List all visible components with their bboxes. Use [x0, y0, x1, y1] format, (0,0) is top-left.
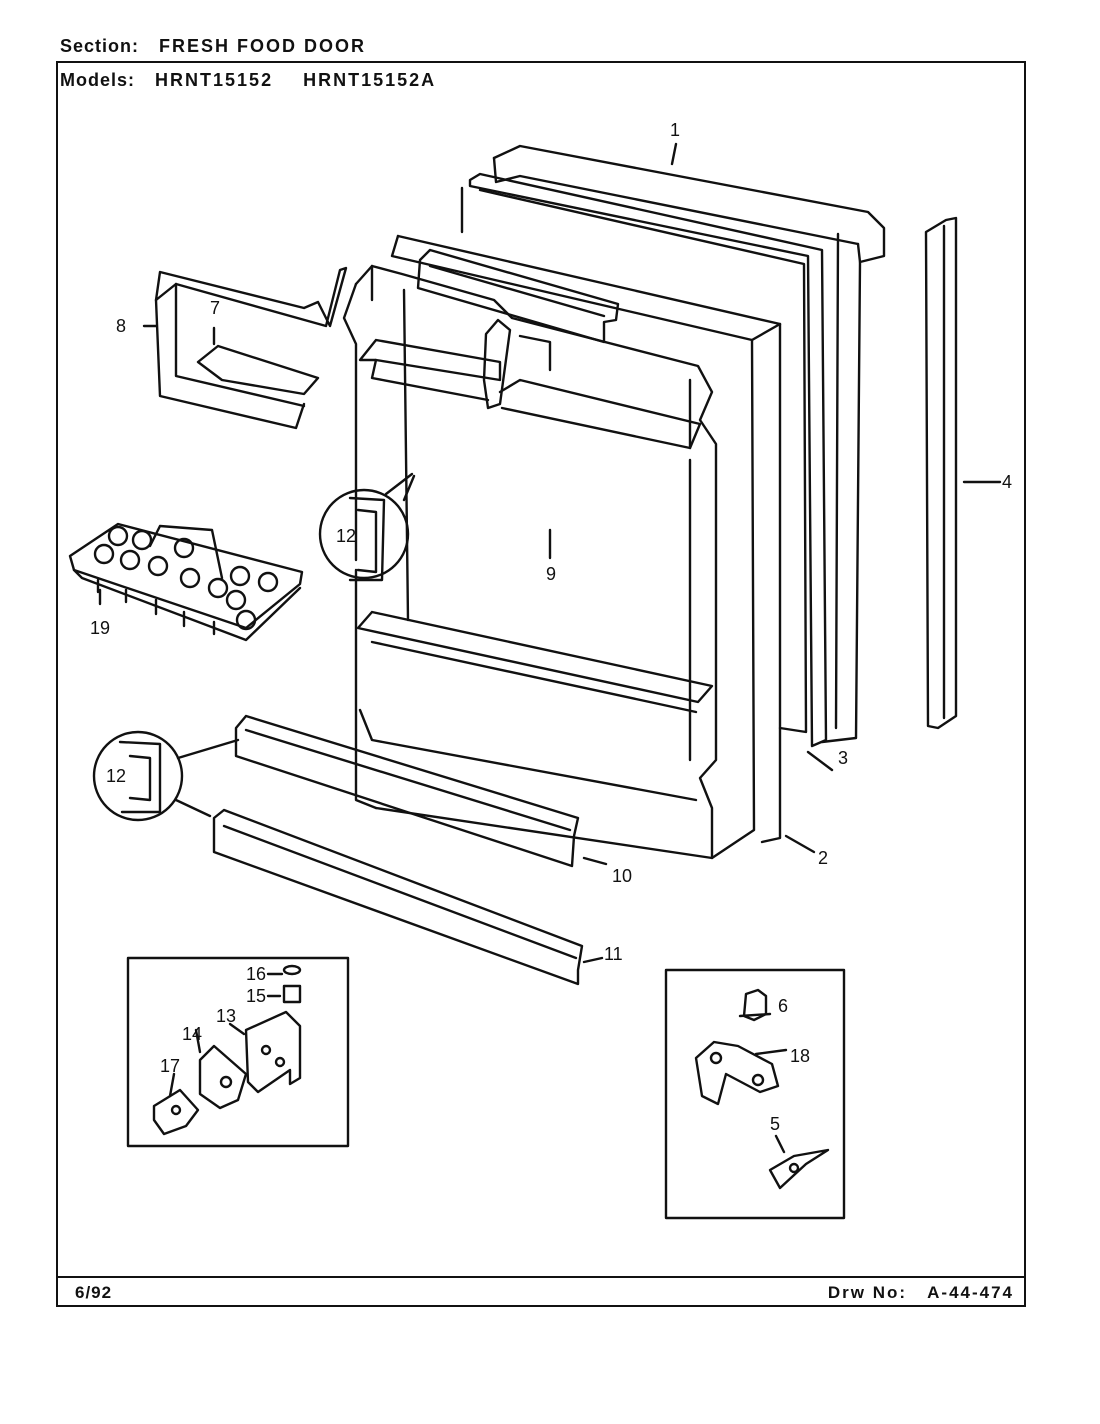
callout-1: 1 — [670, 120, 680, 140]
callout-17: 17 — [160, 1056, 180, 1076]
drawing-frame — [56, 61, 1026, 1307]
callout-16: 16 — [246, 964, 266, 984]
egg-tray — [68, 522, 304, 642]
drawing-number-label: Drw No: — [827, 1283, 908, 1302]
dairy-compartment — [142, 266, 348, 430]
callout-8: 8 — [116, 316, 126, 336]
leader-line — [806, 750, 834, 772]
door-gasket — [460, 172, 828, 748]
model-number: HRNT15152A — [303, 70, 437, 90]
footer-divider — [56, 1276, 1026, 1278]
callout-11: 11 — [604, 944, 623, 964]
callout-2: 2 — [818, 848, 828, 868]
section-value: FRESH FOOD DOOR — [159, 36, 367, 56]
callout-10: 10 — [612, 866, 632, 886]
drawing-number: A-44-474 — [927, 1283, 1014, 1302]
callout-12: 12 — [106, 766, 126, 786]
section-heading: Section: FRESH FOOD DOOR — [60, 36, 390, 57]
spacer-plate — [198, 1044, 248, 1110]
shelf-retainer-bar — [416, 248, 620, 560]
lower-retainer-bar — [234, 714, 608, 868]
callout-14: 14 — [182, 1024, 202, 1044]
models-heading: Models: HRNT15152 HRNT15152A — [60, 70, 460, 91]
cap-part — [282, 964, 302, 976]
callout-9: 9 — [546, 564, 556, 584]
callout-19: 19 — [90, 618, 110, 638]
callout-12: 12 — [336, 526, 356, 546]
callout-5: 5 — [770, 1114, 780, 1134]
upper-shelf-compartment — [358, 318, 702, 450]
shelf-cover — [196, 326, 320, 396]
bushing-part — [282, 984, 302, 1004]
callout-3: 3 — [838, 748, 848, 768]
shim-plate — [152, 1088, 200, 1136]
door-handle — [924, 216, 1002, 730]
hinge-parts-detail-box — [126, 956, 350, 1148]
leader-line — [670, 142, 678, 166]
model-number: HRNT15152 — [155, 70, 274, 90]
lower-hinge-detail-box — [664, 968, 846, 1220]
models-label: Models: — [60, 70, 136, 90]
lower-liner-shelf — [356, 610, 714, 802]
pin-part — [738, 988, 772, 1022]
callout-18: 18 — [790, 1046, 810, 1066]
bottom-retainer-bar — [212, 808, 604, 986]
washer-part — [768, 1148, 830, 1190]
drawing-number-block: Drw No: A-44-474 — [828, 1283, 1014, 1303]
drawing-date: 6/92 — [75, 1283, 113, 1302]
callout-6: 6 — [778, 996, 788, 1016]
shelf-clip-detail-lower — [92, 730, 240, 822]
leader-line — [784, 834, 816, 854]
callout-15: 15 — [246, 986, 266, 1006]
hinge-part — [694, 1040, 780, 1106]
section-label: Section: — [60, 36, 140, 56]
hinge-bracket — [244, 1010, 302, 1094]
shelf-clip-detail-upper — [318, 472, 416, 582]
callout-13: 13 — [216, 1006, 236, 1026]
callout-4: 4 — [1002, 472, 1012, 492]
callout-7: 7 — [210, 298, 220, 318]
